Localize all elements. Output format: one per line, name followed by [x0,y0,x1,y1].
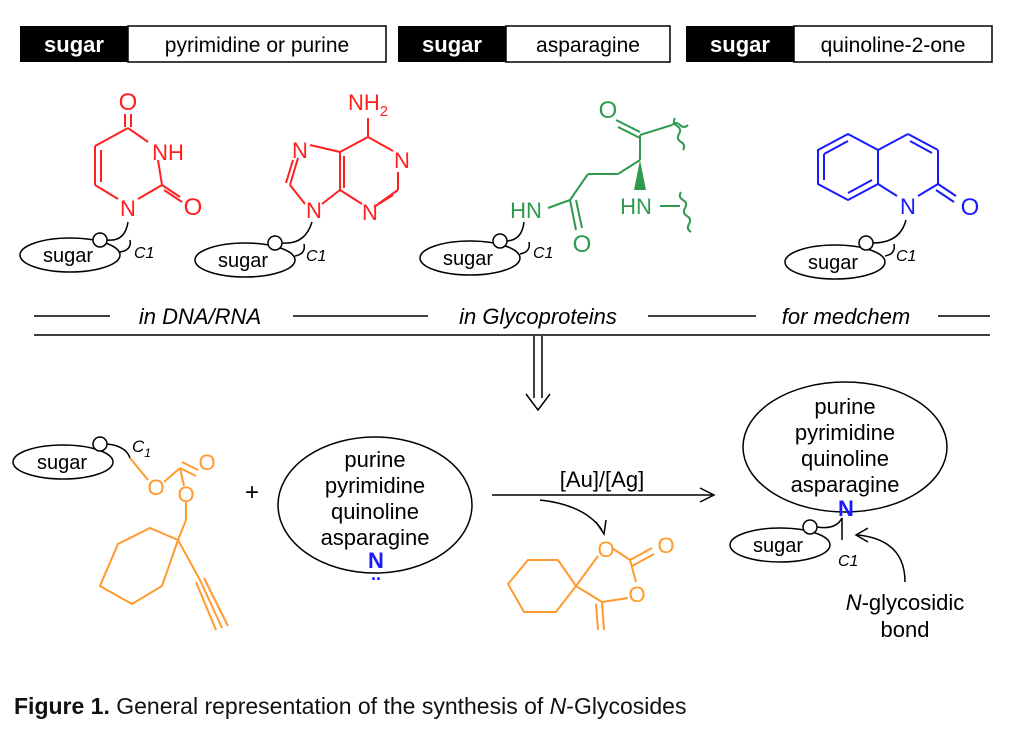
sugar-label-product: sugar [753,535,803,557]
product-n: N [838,496,854,521]
section-label-medchem: for medchem [782,304,910,329]
quinolinone-n: N [900,194,916,219]
header-box-1-label: pyrimidine or purine [165,34,349,57]
header-box-2-label: asparagine [536,34,640,57]
sugar-glyph-1 [19,221,132,273]
uracil-o-top: O [119,89,138,116]
sugar-label-4: sugar [808,252,858,274]
reaction-arrow-icon [492,487,716,537]
header-box-1-tag: sugar [44,32,104,57]
byproduct-o1: O [597,537,614,562]
byproduct-o2: O [657,533,674,558]
uracil-structure [94,114,183,203]
adenine-nh2-sub: 2 [380,103,388,120]
plus-sign: + [245,479,259,506]
nucleophile-n: N [368,548,384,573]
sugar-label-2: sugar [218,250,268,272]
nucleophile-oval [277,436,473,574]
down-arrow-icon [525,336,551,412]
header-box-2: sugar asparagine [398,25,671,63]
bond-label-italic: N [846,590,862,615]
c1-reactant-sub: 1 [144,446,151,460]
caption-text-1: General representation of the synthesis … [109,693,550,719]
uracil-nh: NH [152,140,184,165]
adenine-nh2: NH2 [348,90,388,120]
sugar-glyph-3 [419,221,531,276]
c1-reactant-main: C [132,437,145,456]
uracil-n1: N [120,196,136,221]
sugar-label-3: sugar [443,248,493,270]
carbonate-o3: O [177,482,194,507]
caption-text-2: -Glycosides [566,693,687,719]
adenine-nh2-main: NH [348,90,380,115]
product-line-4: asparagine [791,472,900,497]
header-box-2-tag: sugar [422,32,482,57]
quinolinone-structure [817,132,957,203]
nucleophile-line-2: pyrimidine [325,473,425,498]
adenine-n3: N [362,200,378,225]
adenine-structure [285,118,399,208]
bond-label-line-1: N-glycosidic [846,590,965,615]
carbonate-o2: O [198,450,215,475]
byproduct-o3: O [628,582,645,607]
header-box-1: sugar pyrimidine or purine [20,25,387,63]
header-box-3-label: quinoline-2-one [821,34,966,57]
sugar-glyph-reactant [12,436,131,480]
product-oval [742,381,948,513]
sugar-label-reactant: sugar [37,452,87,474]
c1-label-1: C1 [134,245,154,262]
section-label-glyco: in Glycoproteins [459,304,617,329]
quinolinone-o: O [961,194,980,221]
asparagine-o-bottom: O [573,231,592,258]
product-line-3: quinoline [801,446,889,471]
product-line-1: purine [814,394,875,419]
figure-caption: Figure 1. General representation of the … [14,693,686,720]
nucleophile-lone-pair: .. [371,564,381,584]
nucleophile-line-4: asparagine [321,525,430,550]
c1-label-product: C1 [838,553,858,570]
section-label-dna: in DNA/RNA [139,304,261,329]
product-line-2: pyrimidine [795,420,895,445]
uracil-o-right: O [184,194,203,221]
nucleophile-line-1: purine [344,447,405,472]
c1-label-3: C1 [533,245,553,262]
header-box-3: sugar quinoline-2-one [686,25,993,63]
reagent-label: [Au]/[Ag] [560,467,644,492]
asparagine-wedge [634,160,646,190]
figure-canvas: sugar pyrimidine or purine sugar asparag… [12,25,993,642]
asparagine-o-top: O [599,97,618,124]
header-box-3-tag: sugar [710,32,770,57]
sugar-glyph-product [729,517,843,563]
section-divider [34,315,990,336]
c1-label-reactant: C1 [132,437,151,460]
asparagine-structure [547,117,692,233]
caption-bold: Figure 1. [14,693,110,719]
adenine-n7: N [292,138,308,163]
c1-label-2: C1 [306,248,326,265]
adenine-n1: N [394,148,410,173]
asparagine-hn-left: HN [510,198,542,223]
adenine-n9: N [306,198,322,223]
caption-italic: N [549,693,567,719]
carbonate-structure [98,457,229,631]
byproduct-structure [506,547,655,631]
c1-label-4: C1 [896,248,916,265]
nucleophile-line-3: quinoline [331,499,419,524]
asparagine-hn-right: HN [620,194,652,219]
sugar-glyph-2 [194,221,313,278]
bond-pointer-arrow-icon [854,527,906,583]
bond-label-line-2: bond [881,617,930,642]
carbonate-o1: O [147,475,164,500]
sugar-glyph-4 [784,219,907,280]
sugar-label-1: sugar [43,245,93,267]
bond-label-rest: -glycosidic [862,590,965,615]
